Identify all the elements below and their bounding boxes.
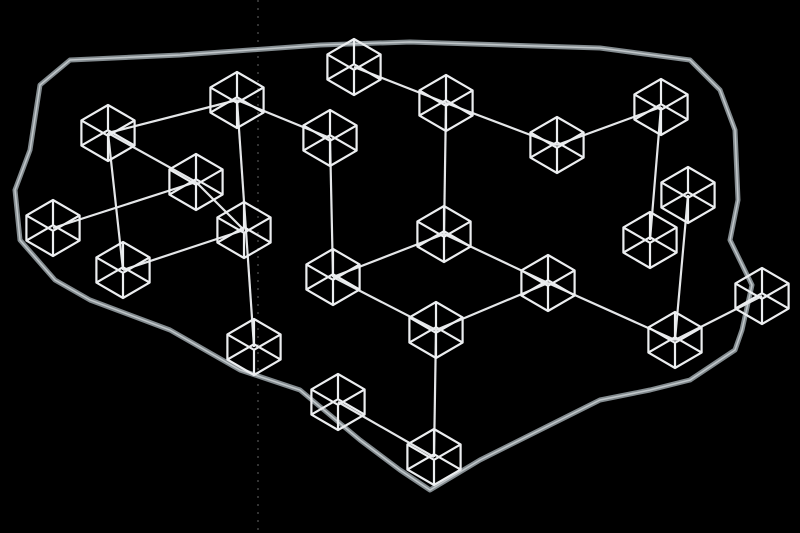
platform-outline bbox=[12, 39, 755, 493]
wireframe-cube-icon bbox=[520, 253, 576, 313]
wireframe-cube-icon bbox=[418, 73, 474, 133]
wireframe-cube-icon bbox=[168, 152, 224, 212]
wireframe-cube-icon bbox=[305, 247, 361, 307]
wireframe-cube-icon bbox=[326, 37, 382, 97]
wireframe-cube-icon bbox=[529, 115, 585, 175]
wireframe-cube-icon bbox=[209, 70, 265, 130]
wireframe-cube-icon bbox=[734, 266, 790, 326]
connection-line bbox=[122, 228, 245, 272]
wireframe-cube-icon bbox=[216, 200, 272, 260]
wireframe-cube-icon bbox=[660, 165, 716, 225]
connection-line bbox=[235, 99, 256, 348]
wireframe-cube-icon bbox=[408, 300, 464, 360]
connection-line bbox=[195, 181, 245, 231]
wireframe-cube-icon bbox=[406, 427, 462, 487]
connection-line bbox=[332, 276, 437, 331]
connection-line bbox=[107, 132, 197, 183]
cube-nodes bbox=[25, 37, 790, 487]
wireframe-cube-icon bbox=[310, 372, 366, 432]
wireframe-cube-icon bbox=[25, 198, 81, 258]
wireframe-cube-icon bbox=[226, 317, 282, 377]
wireframe-cube-icon bbox=[302, 108, 358, 168]
connection-line bbox=[648, 106, 663, 241]
wireframe-cube-icon bbox=[647, 310, 703, 370]
connection-lines bbox=[52, 65, 763, 458]
connection-line bbox=[106, 132, 125, 271]
wireframe-cube-icon bbox=[95, 240, 151, 300]
connection-line bbox=[107, 98, 238, 135]
wireframe-cube-icon bbox=[416, 204, 472, 264]
connection-line bbox=[337, 401, 435, 458]
wireframe-cube-icon bbox=[622, 210, 678, 270]
wireframe-cube-icon bbox=[80, 103, 136, 163]
connection-line bbox=[674, 295, 763, 341]
connection-line bbox=[52, 180, 197, 230]
wireframe-cube-icon bbox=[633, 77, 689, 137]
connection-line bbox=[673, 194, 690, 341]
